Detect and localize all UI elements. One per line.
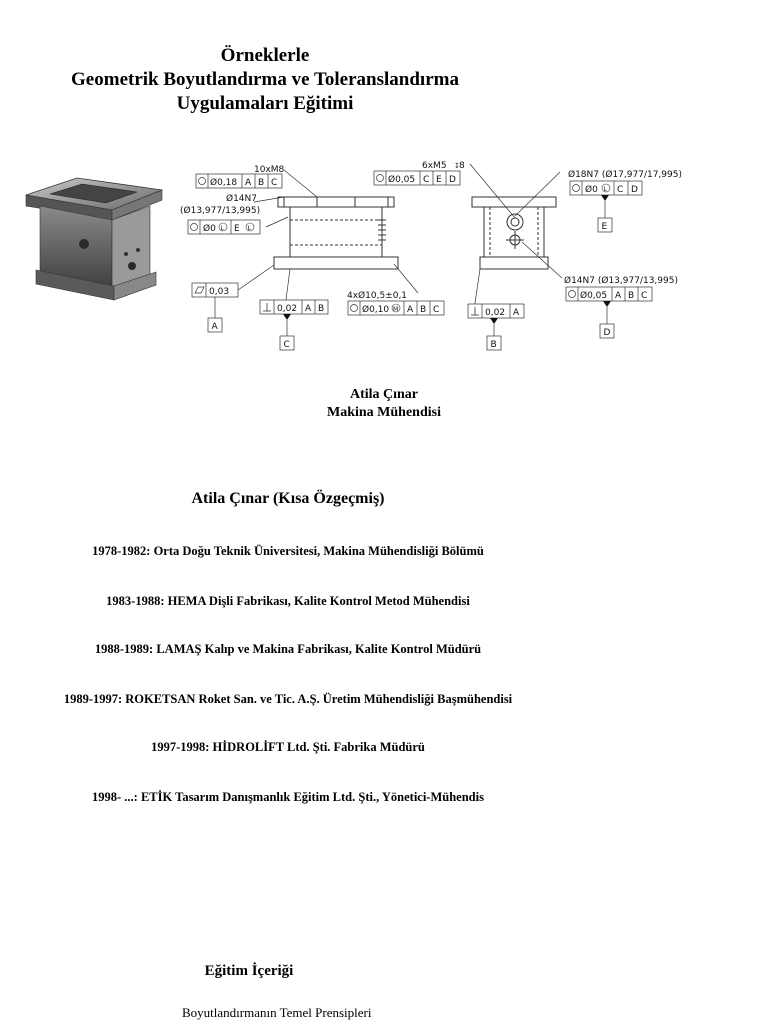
callout-hole-14b: Ø14N7 (Ø13,977/13,995) [564, 275, 678, 286]
fcf3-modifier: M [393, 306, 398, 313]
fcf-position-5: Ø0 L C D E [569, 180, 643, 233]
fcf1-datum-b: B [258, 178, 264, 188]
fcf2-tolerance: Ø0 [203, 223, 216, 234]
mmc-modifier-icon [391, 303, 401, 313]
datum-d-label: D [604, 328, 611, 338]
fcf3-datum-a: A [407, 305, 414, 315]
cv-item: 1989-1997: ROKETSAN Roket San. ve Tic. A… [63, 692, 513, 706]
position-symbol-icon [198, 177, 206, 185]
datum-a-feature: A [207, 297, 223, 333]
perp1-tolerance: 0,02 [277, 304, 297, 314]
cv-heading: Atila Çınar (Kısa Özgeçmiş) [191, 490, 385, 507]
fcf5-datum-c: C [617, 185, 623, 195]
datum-e-label: E [602, 222, 608, 232]
fcf5-datum-d: D [631, 185, 638, 195]
fcf3-datum-b: B [420, 305, 426, 315]
part-3d-view [25, 177, 164, 301]
side-view-drawing [471, 196, 557, 270]
depth-symbol-icon: ↧ [454, 162, 460, 170]
lmc-modifier-icon [245, 222, 255, 232]
fcf2-modifier: L [221, 225, 225, 232]
cv-item: 1983-1988: HEMA Dişli Fabrikası, Kalite … [106, 594, 470, 608]
callout-hole-14-range: (Ø13,977/13,995) [180, 205, 260, 216]
front-view-drawing [273, 196, 399, 270]
fcf3-datum-c: C [433, 305, 439, 315]
fcf-position-6: Ø0,05 A B C D [565, 286, 653, 339]
callout-hole-14: Ø14N7 [226, 193, 257, 204]
fcf6-datum-a: A [615, 291, 622, 301]
fcf-position-4: Ø0,05 C E D [373, 170, 461, 186]
cv-item: 1997-1998: HİDROLİFT Ltd. Şti. Fabrika M… [151, 740, 425, 754]
fcf-position-1: Ø0,18 A B C [195, 173, 283, 189]
fcf5-tolerance: Ø0 [585, 184, 598, 195]
leader-lines [237, 163, 563, 311]
lmc-modifier-icon [601, 183, 611, 193]
education-item: Boyutlandırmanın Temel Prensipleri [182, 1005, 372, 1020]
gdt-drawing-figure: 10xM8 Ø0,18 A B C Ø14N7 (Ø13,977/13,995)… [25, 161, 682, 351]
fcf1-tolerance: Ø0,18 [210, 177, 237, 188]
position-symbol-icon [568, 290, 576, 298]
datum-a-label: A [212, 322, 219, 332]
fcf2-datum-modifier: L [248, 225, 252, 232]
datum-c-label: C [284, 340, 290, 350]
fcf-perpendicularity-1: 0,02 A B C [259, 299, 329, 351]
callout-thread-6: 6xM5 ↧ 8 [422, 161, 465, 171]
fcf-flatness: 0,03 [191, 282, 239, 298]
fcf4-datum-d: D [449, 175, 456, 185]
fcf-position-3: Ø0,10 M A B C [347, 300, 445, 316]
perp2-datum-a: A [513, 308, 520, 318]
callout-thread-top: 10xM8 [254, 165, 285, 175]
cv-item: 1978-1982: Orta Doğu Teknik Üniversitesi… [92, 544, 484, 558]
fcf2-datum-e: E [234, 224, 240, 234]
fcf4-tolerance: Ø0,05 [388, 174, 415, 185]
position-symbol-icon [376, 174, 384, 182]
fcf6-datum-c: C [641, 291, 647, 301]
author-name: Atila Çınar [349, 387, 419, 402]
datum-b-label: B [491, 340, 497, 350]
cv-item: 1998- ...: ETİK Tasarım Danışmanlık Eğit… [92, 790, 484, 804]
thread6-label: 6xM5 [422, 161, 447, 171]
fcf1-datum-c: C [271, 178, 277, 188]
fcf4-datum-c: C [423, 175, 429, 185]
document-title-line-3: Uygulamaları Eğitimi [176, 93, 354, 114]
position-symbol-icon [350, 304, 358, 312]
fcf6-datum-b: B [628, 291, 634, 301]
fcf-position-2: Ø0 L E L [187, 219, 261, 235]
position-symbol-icon [572, 184, 580, 192]
callout-hole-18: Ø18N7 (Ø17,977/17,995) [568, 169, 682, 180]
flatness-symbol-icon [194, 286, 205, 294]
author-role: Makina Mühendisi [327, 405, 441, 420]
callout-holes-4: 4xØ10,5±0,1 [347, 290, 407, 301]
fcf6-tolerance: Ø0,05 [580, 290, 607, 301]
perp2-tolerance: 0,02 [485, 308, 505, 318]
flatness-tolerance: 0,03 [209, 287, 229, 297]
perp1-datum-b: B [318, 304, 324, 314]
perp1-datum-a: A [305, 304, 312, 314]
cv-item: 1988-1989: LAMAŞ Kalıp ve Makina Fabrika… [94, 642, 482, 656]
fcf4-datum-e: E [436, 175, 442, 185]
fcf5-modifier: L [604, 186, 608, 193]
lmc-modifier-icon [218, 222, 228, 232]
position-symbol-icon [190, 223, 198, 231]
fcf3-tolerance: Ø0,10 [362, 304, 389, 315]
fcf1-datum-a: A [245, 178, 252, 188]
document-title-line-1: Örneklerle [220, 45, 310, 66]
education-heading: Eğitim İçeriği [204, 963, 294, 979]
thread6-depth: 8 [459, 161, 465, 171]
fcf-perpendicularity-2: 0,02 A B [467, 303, 525, 351]
document-title-line-2: Geometrik Boyutlandırma ve Toleranslandı… [71, 69, 459, 90]
